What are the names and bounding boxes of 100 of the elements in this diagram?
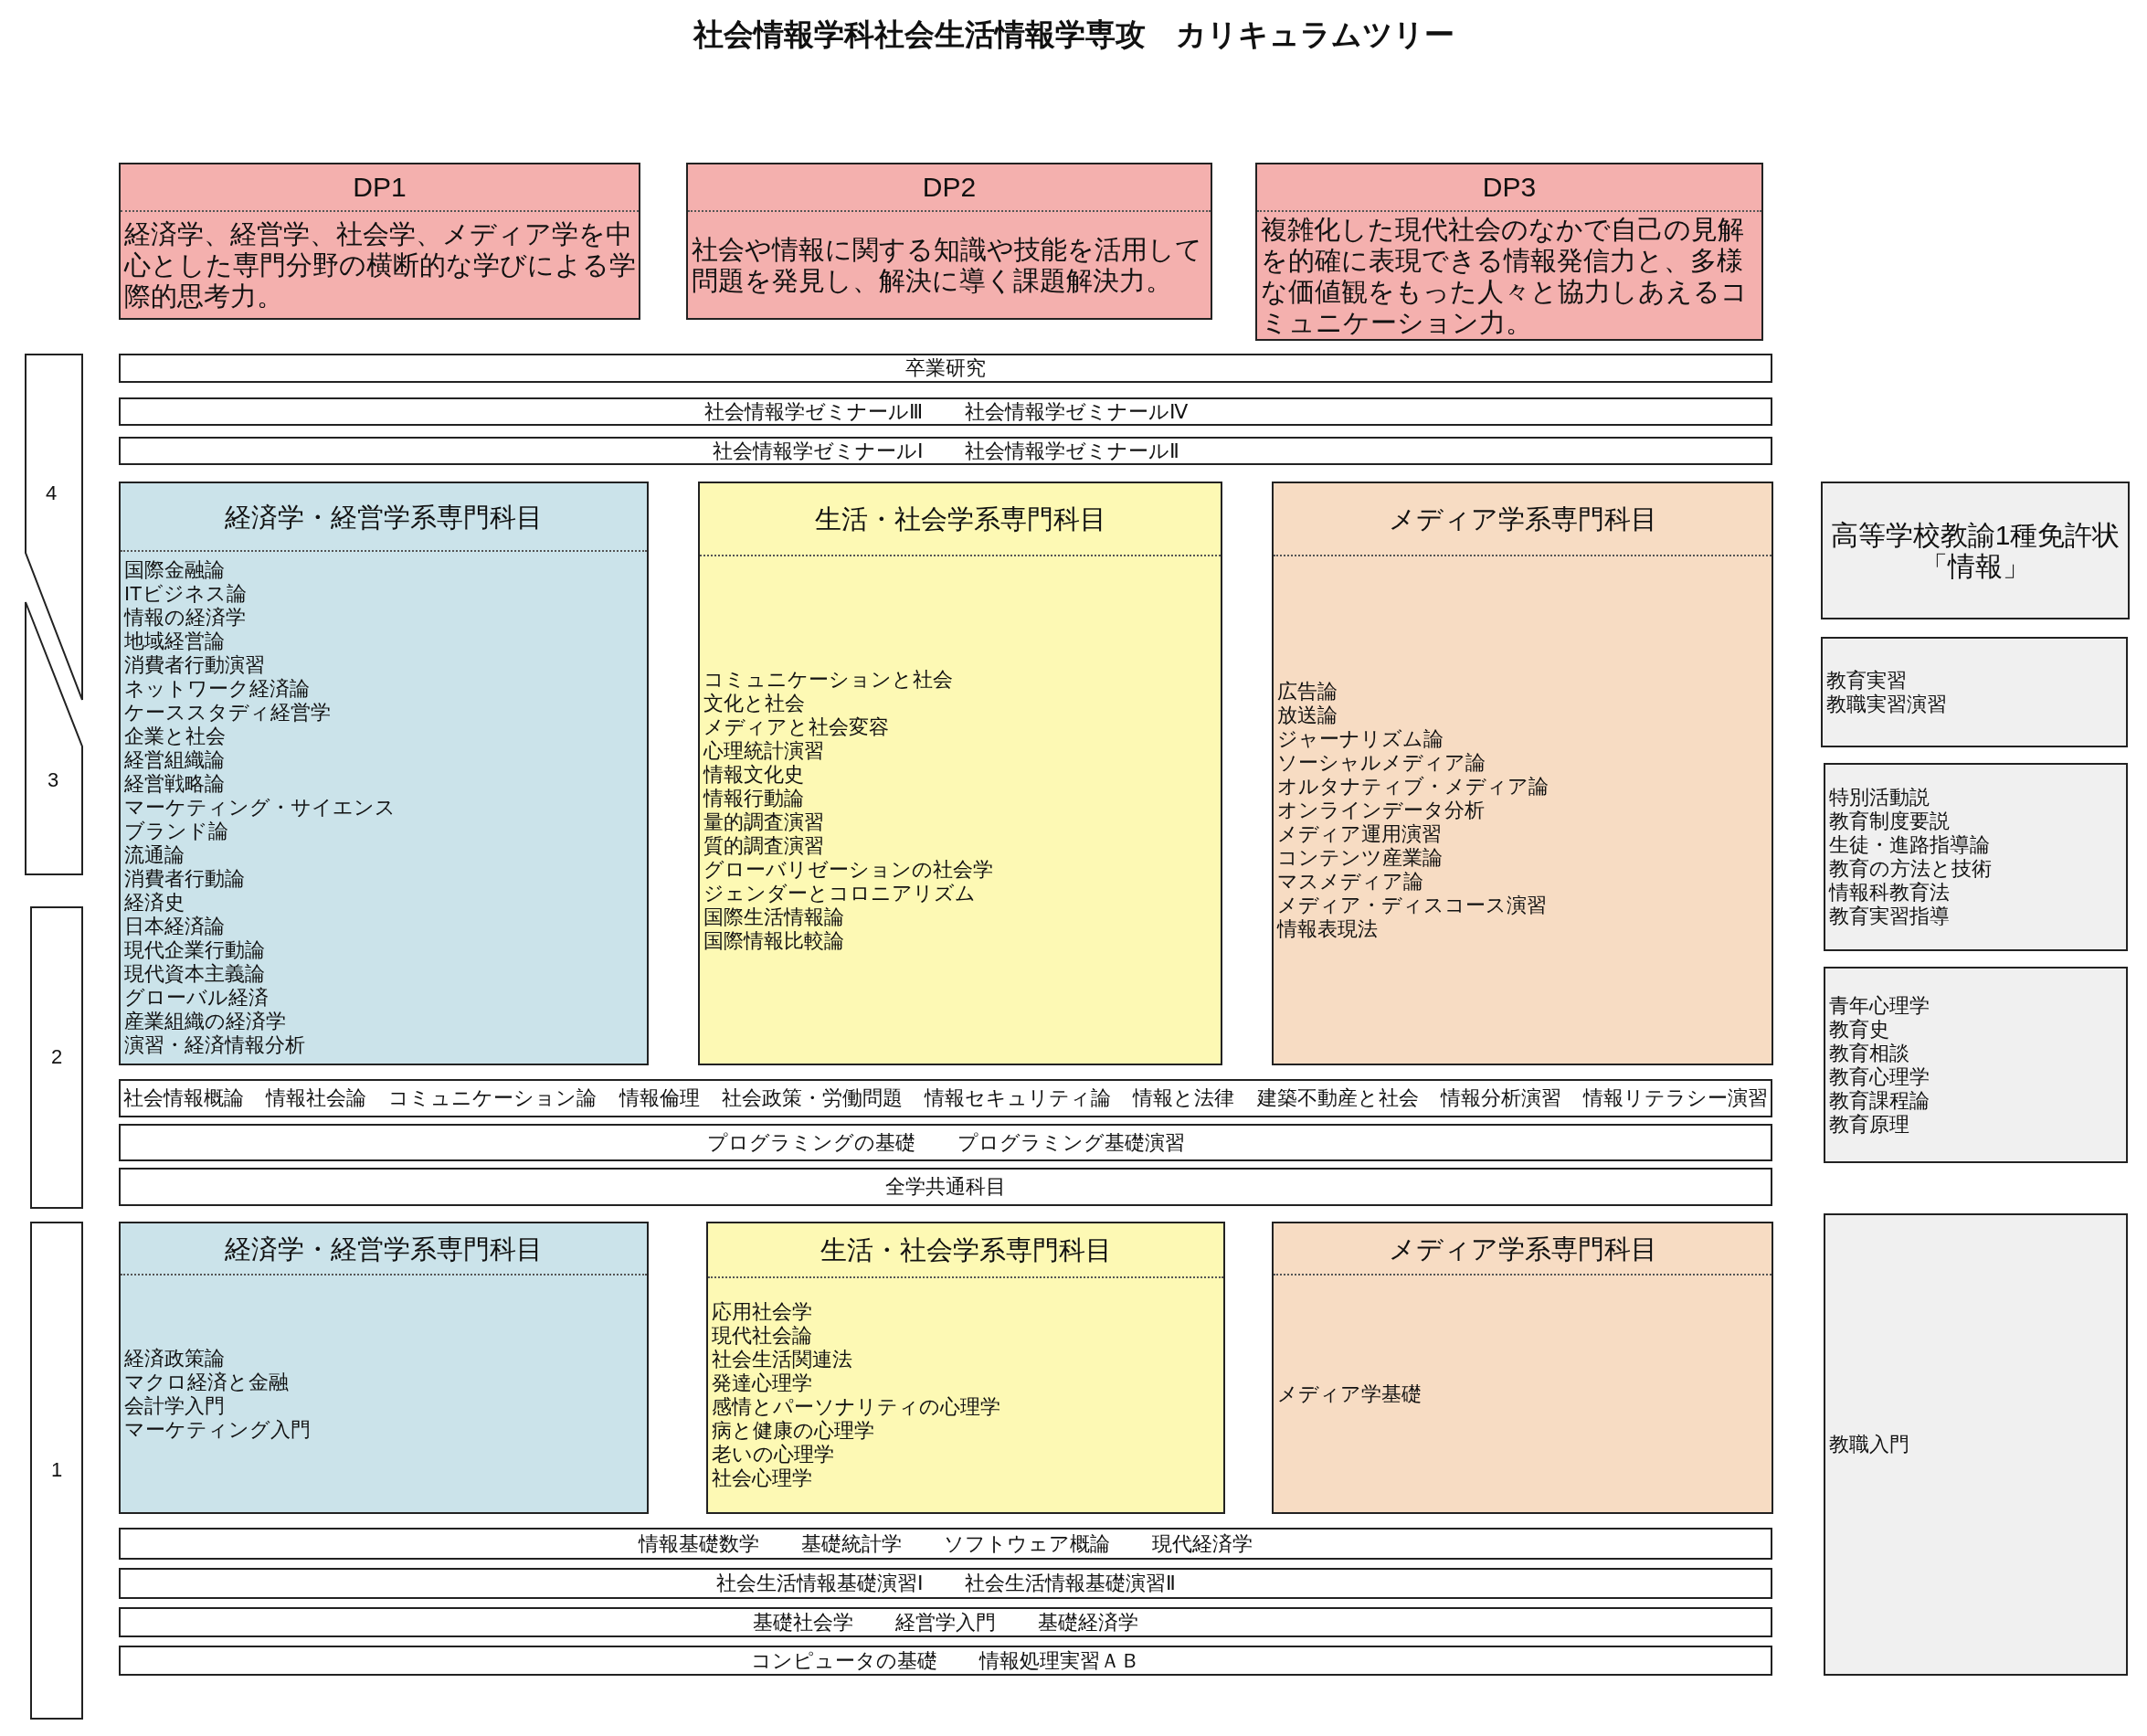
course-name: 現代社会論 xyxy=(712,1324,812,1348)
policy-box xyxy=(119,163,640,320)
course-name: 経営戦略論 xyxy=(124,772,225,796)
course-name: 応用社会学 xyxy=(712,1300,812,1324)
course-name: 基礎経済学 xyxy=(1038,1610,1138,1635)
course-name: コンピュータの基礎 xyxy=(751,1648,937,1673)
course-name: コンテンツ産業論 xyxy=(1277,845,1443,870)
course-name: 地域経営論 xyxy=(124,630,225,653)
course-name: ケーススタディ経営学 xyxy=(124,701,331,725)
subject-group-box xyxy=(119,482,649,1065)
course-name: 消費者行動論 xyxy=(124,867,245,891)
course-name: 文化と社会 xyxy=(703,691,805,715)
diagram-title: 社会情報学科社会生活情報学専攻 カリキュラムツリー xyxy=(693,17,1454,51)
course-name: グローバリゼーションの社会学 xyxy=(703,857,993,882)
course-name: メディアと社会変容 xyxy=(703,715,889,739)
year-bracket xyxy=(25,354,83,701)
course-name: 教職実習演習 xyxy=(1826,692,1947,716)
course-name: 情報倫理 xyxy=(619,1086,700,1110)
course-name: ソフトウェア概論 xyxy=(944,1531,1110,1556)
subject-group-box xyxy=(706,1222,1225,1514)
course-name: 流通論 xyxy=(124,843,185,867)
course-name: 特別活動説 xyxy=(1829,786,1930,810)
course-name: 建築不動産と社会 xyxy=(1256,1086,1419,1110)
course-name: 感情とパーソナリティの心理学 xyxy=(712,1395,1000,1419)
year-bracket xyxy=(25,601,83,875)
course-name: 日本経済論 xyxy=(124,915,225,938)
course-row xyxy=(119,1168,1772,1206)
year-bracket xyxy=(30,906,83,1209)
course-name: 社会情報学ゼミナールⅢ xyxy=(703,399,923,424)
policy-box xyxy=(686,163,1212,320)
course-name: 心理統計演習 xyxy=(703,738,824,763)
course-name: 情報セキュリティ論 xyxy=(925,1086,1112,1110)
group-heading: 生活・社会学系専門科目 xyxy=(820,1234,1112,1265)
subject-group-box xyxy=(1272,482,1773,1065)
course-name: 全学共通科目 xyxy=(885,1175,1006,1199)
course-name: 社会政策・労働問題 xyxy=(721,1086,903,1110)
course-name: 情報分析演習 xyxy=(1440,1086,1561,1110)
course-name: 会計学入門 xyxy=(124,1393,225,1418)
group-heading: 生活・社会学系専門科目 xyxy=(814,503,1106,535)
course-name: メディア・ディスコース演習 xyxy=(1277,893,1547,917)
course-name: 老いの心理学 xyxy=(712,1443,834,1466)
course-name: 発達心理学 xyxy=(712,1371,812,1395)
year-number: 1 xyxy=(50,1458,63,1482)
year-number: 3 xyxy=(47,768,59,792)
course-name: 情報処理実習ＡＢ xyxy=(979,1648,1140,1673)
course-name: 社会生活情報基礎演習Ⅱ xyxy=(964,1572,1176,1595)
course-name: 教育史 xyxy=(1829,1017,1889,1042)
course-name: 社会情報学ゼミナールⅣ xyxy=(964,399,1188,424)
course-name: 経営組織論 xyxy=(124,748,225,772)
course-name: 産業組織の経済学 xyxy=(124,1010,286,1033)
course-name: 社会生活関連法 xyxy=(712,1348,852,1371)
course-name: ITビジネス論 xyxy=(124,582,247,606)
course-name: 教育相談 xyxy=(1829,1041,1909,1065)
course-name: ネットワーク経済論 xyxy=(124,677,310,701)
course-name: オンラインデータ分析 xyxy=(1277,798,1485,822)
course-name: ソーシャルメディア論 xyxy=(1277,750,1486,775)
course-name: 国際生活情報論 xyxy=(703,905,844,929)
course-name: ジェンダーとコロニアリズム xyxy=(703,881,976,905)
course-name: 病と健康の心理学 xyxy=(712,1419,874,1443)
course-name: 教育の方法と技術 xyxy=(1829,857,1992,881)
teacher-course-box xyxy=(1824,1213,2128,1676)
course-name: 教育実習指導 xyxy=(1829,905,1950,928)
course-name: 社会情報学ゼミナールⅠ xyxy=(712,439,923,463)
course-row xyxy=(119,1568,1772,1599)
course-name: 教育実習 xyxy=(1826,668,1907,693)
course-name: メディア運用演習 xyxy=(1277,821,1442,846)
course-name: マクロ経済と金融 xyxy=(124,1370,289,1394)
teacher-course-box xyxy=(1824,967,2128,1163)
policy-text: 社会や情報に関する知識や技能を活用して問題を発見し、解決に導く課題解決力。 xyxy=(692,234,1203,296)
course-name: 質的調査演習 xyxy=(703,833,824,858)
course-name: 情報基礎数学 xyxy=(639,1531,759,1556)
course-name: マスメディア論 xyxy=(1277,869,1423,894)
course-name: 国際金融論 xyxy=(124,558,225,582)
year-number: 4 xyxy=(45,482,58,505)
subject-group-box xyxy=(1272,1222,1773,1514)
course-row xyxy=(119,1124,1772,1161)
course-row xyxy=(119,1079,1772,1117)
course-name: 演習・経済情報分析 xyxy=(124,1033,305,1057)
course-name: 社会心理学 xyxy=(712,1466,812,1490)
course-name: 青年心理学 xyxy=(1829,993,1930,1018)
course-row xyxy=(119,1607,1772,1637)
course-name: 国際情報比較論 xyxy=(703,928,844,953)
course-name: 教育制度要説 xyxy=(1829,810,1950,833)
course-name: 情報文化史 xyxy=(703,762,804,787)
course-row xyxy=(119,397,1772,426)
license-name: 高等学校教諭1種免許状「情報」 xyxy=(1829,519,2121,582)
group-heading: メディア学系専門科目 xyxy=(1388,503,1657,535)
policy-box xyxy=(1255,163,1763,341)
course-name: 教職入門 xyxy=(1829,1433,1909,1456)
course-name: 卒業研究 xyxy=(905,356,986,380)
policy-heading: DP1 xyxy=(353,172,407,203)
policy-text: 経済学、経営学、社会学、メディア学を中心とした専門分野の横断的な学びによる学際的思考力。 xyxy=(124,218,637,312)
course-name: 広告論 xyxy=(1277,679,1338,704)
license-box xyxy=(1821,482,2130,619)
course-name: 情報科教育法 xyxy=(1829,881,1950,905)
course-name: ブランド論 xyxy=(124,820,228,843)
group-heading: 経済学・経営学系専門科目 xyxy=(225,501,543,533)
course-name: 教育原理 xyxy=(1829,1112,1909,1137)
course-name: 量的調査演習 xyxy=(703,810,824,834)
course-row xyxy=(119,437,1772,465)
